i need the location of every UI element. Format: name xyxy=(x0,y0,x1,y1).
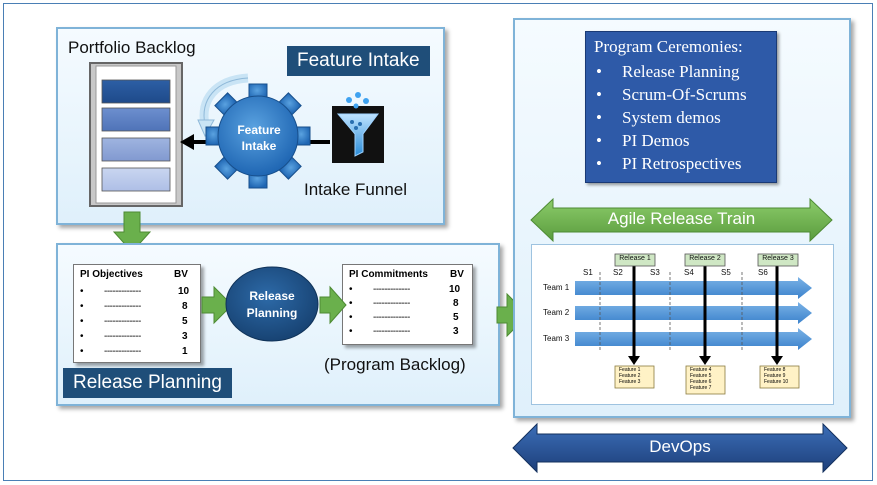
list-item: • ------------- 10 xyxy=(343,284,472,299)
team-label: Team 2 xyxy=(543,308,570,317)
feature-list: Feature 1 Feature 2 Feature 3 xyxy=(619,367,640,385)
sprint-label: S1 xyxy=(583,268,593,277)
list-item: • ------------- 1 xyxy=(74,346,200,361)
bv-value: 3 xyxy=(182,331,188,342)
pi-objectives-box: PI Objectives BV • ------------- 10 • -----… xyxy=(73,264,201,363)
gear-label-line1: Feature xyxy=(237,123,281,137)
sprint-label: S6 xyxy=(758,268,768,277)
placeholder-dashes: ------------- xyxy=(104,316,141,327)
ceremony-item-label: System demos xyxy=(622,108,721,127)
bullet: • xyxy=(349,284,353,295)
bullet: • xyxy=(80,301,84,312)
feature-item: Feature 5 xyxy=(690,373,712,379)
list-item: • ------------- 5 xyxy=(74,316,200,331)
ceremony-item: • PI Retrospectives xyxy=(596,154,741,174)
bullet: • xyxy=(80,346,84,357)
feature-item: Feature 3 xyxy=(619,379,641,385)
pi-commitments-bv-header: BV xyxy=(450,269,464,280)
bullet: • xyxy=(80,286,84,297)
ceremony-item-label: Scrum-Of-Scrums xyxy=(622,85,747,104)
feature-item: Feature 4 xyxy=(690,367,712,373)
feature-item: Feature 8 xyxy=(764,367,786,373)
bullet: • xyxy=(596,62,602,81)
ceremony-item: • Scrum-Of-Scrums xyxy=(596,85,747,105)
feature-item: Feature 6 xyxy=(690,379,712,385)
sprint-label: S5 xyxy=(721,268,731,277)
feature-list: Feature 4 Feature 5 Feature 6 Feature 7 xyxy=(690,367,711,391)
feature-item: Feature 9 xyxy=(764,373,786,379)
placeholder-dashes: ------------- xyxy=(104,301,141,312)
program-backlog-label: (Program Backlog) xyxy=(324,355,466,374)
bv-value: 8 xyxy=(182,301,188,312)
placeholder-dashes: ------------- xyxy=(104,346,141,357)
gear-label-line2: Intake xyxy=(241,139,277,153)
feature-item: Feature 2 xyxy=(619,373,641,379)
release-planning-ellipse-line2: Planning xyxy=(246,306,298,320)
bv-value: 5 xyxy=(453,312,459,323)
devops-label: DevOps xyxy=(649,437,711,456)
sprint-label: S2 xyxy=(613,268,623,277)
team-label: Team 3 xyxy=(543,334,570,343)
ceremony-item-label: PI Retrospectives xyxy=(622,154,742,173)
placeholder-dashes: ------------- xyxy=(373,284,410,295)
ceremony-item: • PI Demos xyxy=(596,131,690,151)
placeholder-dashes: ------------- xyxy=(104,286,141,297)
release-train-diagram xyxy=(531,244,834,405)
art-label: Agile Release Train xyxy=(607,209,756,228)
list-item: • ------------- 3 xyxy=(343,326,472,341)
bullet: • xyxy=(349,312,353,323)
pi-objectives-header: PI Objectives xyxy=(80,269,143,280)
program-ceremonies-box: Program Ceremonies: • Release Planning • S… xyxy=(585,31,777,183)
list-item: • ------------- 10 xyxy=(74,286,200,301)
list-item: • ------------- 8 xyxy=(74,301,200,316)
team-label: Team 1 xyxy=(543,283,570,292)
release-planning-label: Release Planning xyxy=(63,368,232,398)
release-planning-ellipse-line1: Release xyxy=(249,289,295,303)
bv-value: 10 xyxy=(178,286,190,297)
placeholder-dashes: ------------- xyxy=(373,298,410,309)
intake-funnel-label: Intake Funnel xyxy=(304,180,408,199)
release-label: Release 1 xyxy=(619,255,651,262)
sprint-label: S4 xyxy=(684,268,694,277)
bv-value: 8 xyxy=(453,298,459,309)
list-item: • ------------- 8 xyxy=(343,298,472,313)
bullet: • xyxy=(349,298,353,309)
ceremony-item-label: PI Demos xyxy=(622,131,690,150)
bullet: • xyxy=(80,331,84,342)
bullet: • xyxy=(596,131,602,150)
ceremony-item-label: Release Planning xyxy=(622,62,740,81)
feature-list: Feature 8 Feature 9 Feature 10 xyxy=(764,367,788,385)
release-label: Release 3 xyxy=(762,255,794,262)
bv-value: 1 xyxy=(182,346,188,357)
bullet: • xyxy=(349,326,353,337)
placeholder-dashes: ------------- xyxy=(104,331,141,342)
ceremony-item: • System demos xyxy=(596,108,721,128)
bv-value: 3 xyxy=(453,326,459,337)
pi-commitments-box: PI Commitments BV • ------------- 10 • ----… xyxy=(342,264,473,345)
bullet: • xyxy=(596,85,602,104)
sprint-label: S3 xyxy=(650,268,660,277)
portfolio-backlog-title: Portfolio Backlog xyxy=(68,38,196,57)
ceremony-item: • Release Planning xyxy=(596,62,740,82)
list-item: • ------------- 3 xyxy=(74,331,200,346)
bv-value: 10 xyxy=(449,284,461,295)
feature-intake-label: Feature Intake xyxy=(287,46,430,76)
pi-objectives-bv-header: BV xyxy=(174,269,188,280)
placeholder-dashes: ------------- xyxy=(373,312,410,323)
bv-value: 5 xyxy=(182,316,188,327)
placeholder-dashes: ------------- xyxy=(373,326,410,337)
list-item: • ------------- 5 xyxy=(343,312,472,327)
bullet: • xyxy=(596,154,602,173)
pi-commitments-header: PI Commitments xyxy=(349,269,428,280)
feature-item: Feature 10 xyxy=(764,379,789,385)
feature-item: Feature 7 xyxy=(690,385,712,391)
ceremonies-title: Program Ceremonies: xyxy=(594,37,743,56)
feature-item: Feature 1 xyxy=(619,367,641,373)
bullet: • xyxy=(596,108,602,127)
release-label: Release 2 xyxy=(689,255,721,262)
bullet: • xyxy=(80,316,84,327)
